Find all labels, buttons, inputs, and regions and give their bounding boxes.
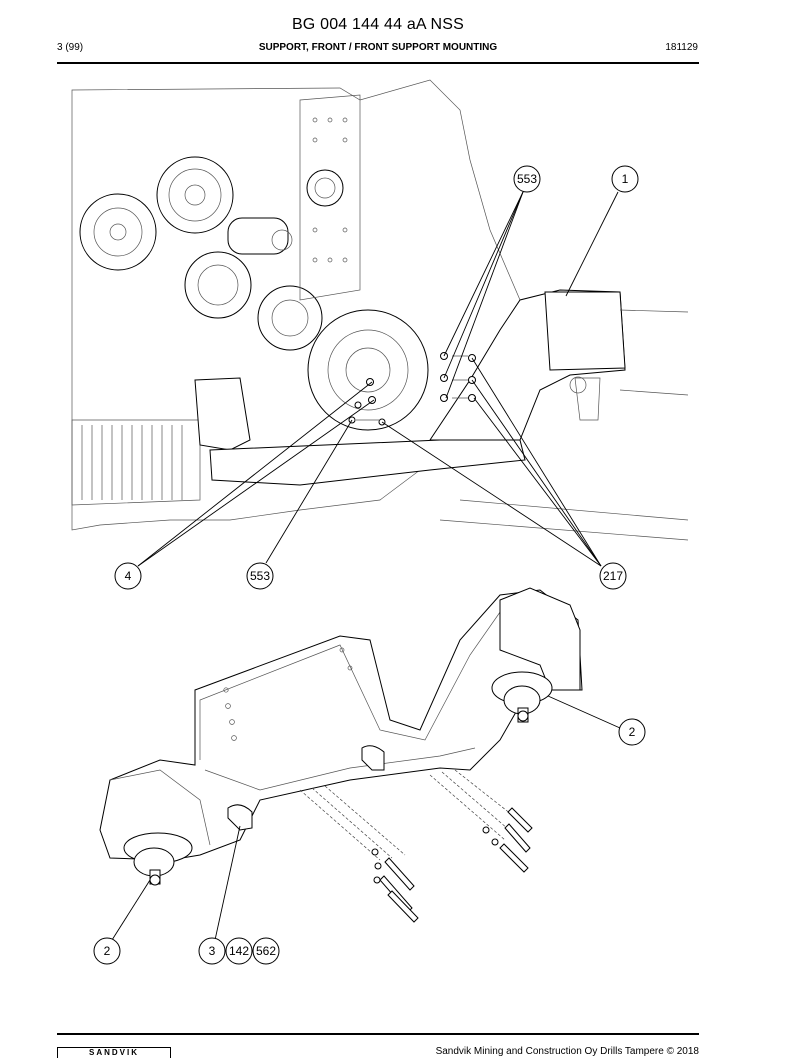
upper-leaders (137, 191, 619, 567)
callout-label: 553 (517, 172, 537, 186)
revision-date: 181129 (665, 42, 698, 53)
callout-label: 2 (104, 944, 111, 958)
callout-217: 217 (599, 562, 627, 590)
header-rule (57, 62, 699, 64)
support-bracket-exploded (99, 587, 583, 923)
callout-553-bottom: 553 (246, 562, 274, 590)
callout-label: 4 (125, 569, 132, 583)
callout-2-left: 2 (93, 937, 121, 965)
callout-2-right: 2 (618, 718, 646, 746)
lower-leaders (111, 695, 621, 941)
callout-4: 4 (114, 562, 142, 590)
callout-label: 142 (229, 944, 249, 958)
page-number: 3 (99) (57, 42, 84, 53)
document-id: BG 004 144 44 aA NSS (291, 16, 465, 33)
page-title: SUPPORT, FRONT / FRONT SUPPORT MOUNTING (258, 42, 498, 53)
callout-142: 142 (225, 937, 253, 965)
callout-label: 553 (250, 569, 270, 583)
callout-562: 562 (252, 937, 280, 965)
callout-label: 217 (603, 569, 623, 583)
footer-rule (57, 1033, 699, 1035)
callout-553-top: 553 (513, 165, 541, 193)
engine-assembly (71, 79, 689, 541)
callout-3: 3 (198, 937, 226, 965)
callout-label: 562 (256, 944, 276, 958)
copyright-text: Sandvik Mining and Construction Oy Drill… (435, 1046, 699, 1057)
callout-1: 1 (611, 165, 639, 193)
callout-label: 2 (629, 725, 636, 739)
callout-label: 1 (622, 172, 629, 186)
callout-label: 3 (209, 944, 216, 958)
